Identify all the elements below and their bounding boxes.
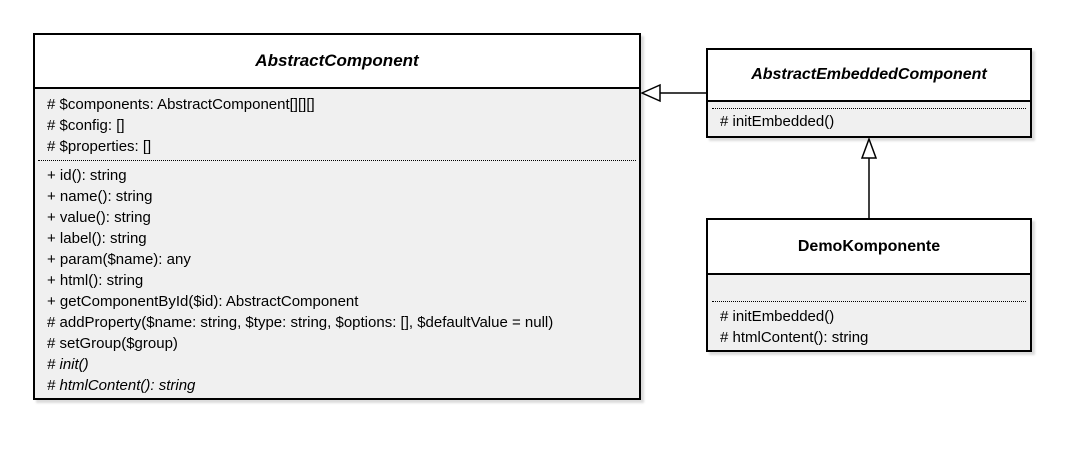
methods-compartment: # initEmbedded() # htmlContent(): string	[708, 302, 1030, 348]
abstract-method-line: # htmlContent(): string	[47, 377, 196, 394]
method-line: # initEmbedded()	[720, 113, 835, 130]
method-line: + param($name): any	[47, 251, 191, 268]
class-box-demo-komponente: DemoKomponente # initEmbedded() # htmlCo…	[706, 218, 1032, 352]
generalization-arrow-embedded-to-abstract	[640, 83, 706, 103]
methods-compartment: + id(): string + name(): string + value(…	[35, 161, 639, 396]
class-title-demo-komponente: DemoKomponente	[708, 220, 1030, 275]
class-body-abstract-component: # $components: AbstractComponent[][][] #…	[35, 89, 639, 398]
hollow-triangle-icon	[860, 136, 878, 159]
method-line: + value(): string	[47, 209, 151, 226]
attribute-line: # $config: []	[47, 117, 125, 134]
attribute-line: # $components: AbstractComponent[][][]	[47, 96, 315, 113]
generalization-arrow-demo-to-embedded	[860, 136, 878, 218]
class-box-abstract-component: AbstractComponent # $components: Abstrac…	[33, 33, 641, 400]
method-line: + getComponentById($id): AbstractCompone…	[47, 293, 359, 310]
attributes-methods-separator	[712, 301, 1026, 302]
class-body-demo-komponente: # initEmbedded() # htmlContent(): string	[708, 275, 1030, 350]
attributes-methods-separator	[712, 108, 1026, 109]
attributes-methods-separator	[38, 160, 636, 161]
attributes-compartment-empty	[708, 275, 1030, 301]
methods-compartment: # initEmbedded()	[708, 109, 1030, 132]
method-line: # addProperty($name: string, $type: stri…	[47, 314, 554, 331]
attributes-compartment: # $components: AbstractComponent[][][] #…	[35, 89, 639, 160]
method-line: + html(): string	[47, 272, 144, 289]
method-line: + id(): string	[47, 167, 127, 184]
method-line: # initEmbedded()	[720, 308, 835, 325]
method-line: # setGroup($group)	[47, 335, 178, 352]
method-line: + label(): string	[47, 230, 147, 247]
class-title-abstract-component: AbstractComponent	[35, 35, 639, 89]
attribute-line: # $properties: []	[47, 138, 152, 155]
class-body-abstract-embedded-component: # initEmbedded()	[708, 102, 1030, 136]
abstract-method-line: # init()	[47, 356, 89, 373]
hollow-triangle-icon	[640, 83, 661, 103]
method-line: # htmlContent(): string	[720, 329, 869, 346]
method-line: + name(): string	[47, 188, 153, 205]
class-box-abstract-embedded-component: AbstractEmbeddedComponent # initEmbedded…	[706, 48, 1032, 138]
class-title-abstract-embedded-component: AbstractEmbeddedComponent	[708, 50, 1030, 102]
